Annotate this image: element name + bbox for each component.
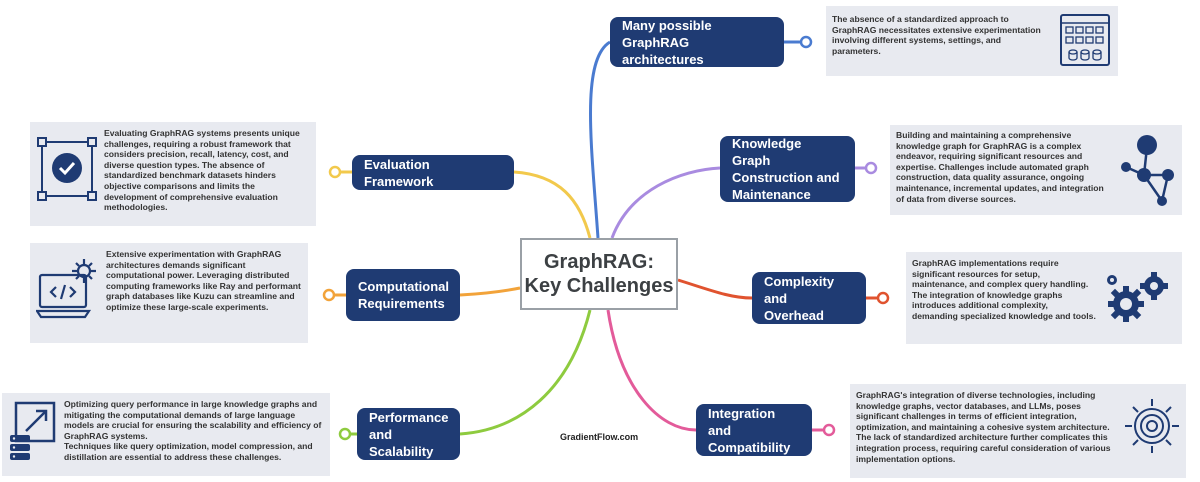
connector-knowledge-graph bbox=[610, 166, 721, 239]
description-architectures: The absence of a standardized approach t… bbox=[826, 6, 1118, 76]
topic-evaluation: Evaluation Framework bbox=[352, 155, 514, 190]
description-computational-text: Extensive experimentation with GraphRAG … bbox=[106, 249, 301, 312]
laptop-code-icon bbox=[36, 259, 96, 319]
description-architectures-text: The absence of a standardized approach t… bbox=[832, 14, 1041, 56]
node-architectures bbox=[799, 35, 813, 49]
architecture-grid-icon bbox=[1060, 14, 1110, 66]
description-integration-text: GraphRAG's integration of diverse techno… bbox=[856, 390, 1111, 464]
description-evaluation-text: Evaluating GraphRAG systems presents uni… bbox=[104, 128, 300, 213]
description-computational: Extensive experimentation with GraphRAG … bbox=[30, 243, 308, 343]
central-topic: GraphRAG: Key Challenges bbox=[520, 238, 678, 310]
connector-computational bbox=[459, 286, 521, 297]
topic-computational: Computational Requirements bbox=[346, 269, 460, 321]
description-complexity: GraphRAG implementations require signifi… bbox=[906, 252, 1182, 344]
connector-complexity bbox=[677, 278, 753, 300]
connector-performance bbox=[459, 309, 592, 436]
description-evaluation: Evaluating GraphRAG systems presents uni… bbox=[30, 122, 316, 226]
description-knowledge-graph: Building and maintaining a comprehensive… bbox=[890, 125, 1182, 215]
description-integration: GraphRAG's integration of diverse techno… bbox=[850, 384, 1186, 478]
node-computational bbox=[322, 288, 336, 302]
node-performance bbox=[338, 427, 352, 441]
description-performance: Optimizing query performance in large kn… bbox=[2, 393, 330, 476]
credit-label: GradientFlow.com bbox=[560, 432, 639, 442]
topic-integration: Integration and Compatibility bbox=[696, 404, 812, 456]
topic-knowledge-graph: Knowledge Graph Construction and Mainten… bbox=[720, 136, 855, 202]
node-integration bbox=[822, 423, 836, 437]
topic-performance: Performance and Scalability bbox=[357, 408, 460, 460]
connector-integration bbox=[606, 309, 697, 432]
connector-architectures bbox=[589, 40, 611, 239]
node-complexity bbox=[876, 291, 890, 305]
gears-icon bbox=[1107, 272, 1168, 322]
integration-gear-icon bbox=[1125, 399, 1179, 453]
topic-complexity: Complexity and Overhead bbox=[752, 272, 866, 324]
description-knowledge-graph-text: Building and maintaining a comprehensive… bbox=[896, 130, 1104, 204]
description-complexity-text: GraphRAG implementations require signifi… bbox=[912, 258, 1096, 321]
network-graph-icon bbox=[1121, 135, 1174, 206]
node-evaluation bbox=[328, 165, 342, 179]
node-knowledge-graph bbox=[864, 161, 878, 175]
description-performance-text: Optimizing query performance in large kn… bbox=[64, 399, 322, 462]
checkmark-framework-icon bbox=[37, 137, 97, 201]
topic-architectures: Many possible GraphRAG architectures bbox=[610, 17, 784, 67]
connector-evaluation bbox=[513, 170, 592, 239]
scale-database-icon bbox=[10, 401, 56, 460]
